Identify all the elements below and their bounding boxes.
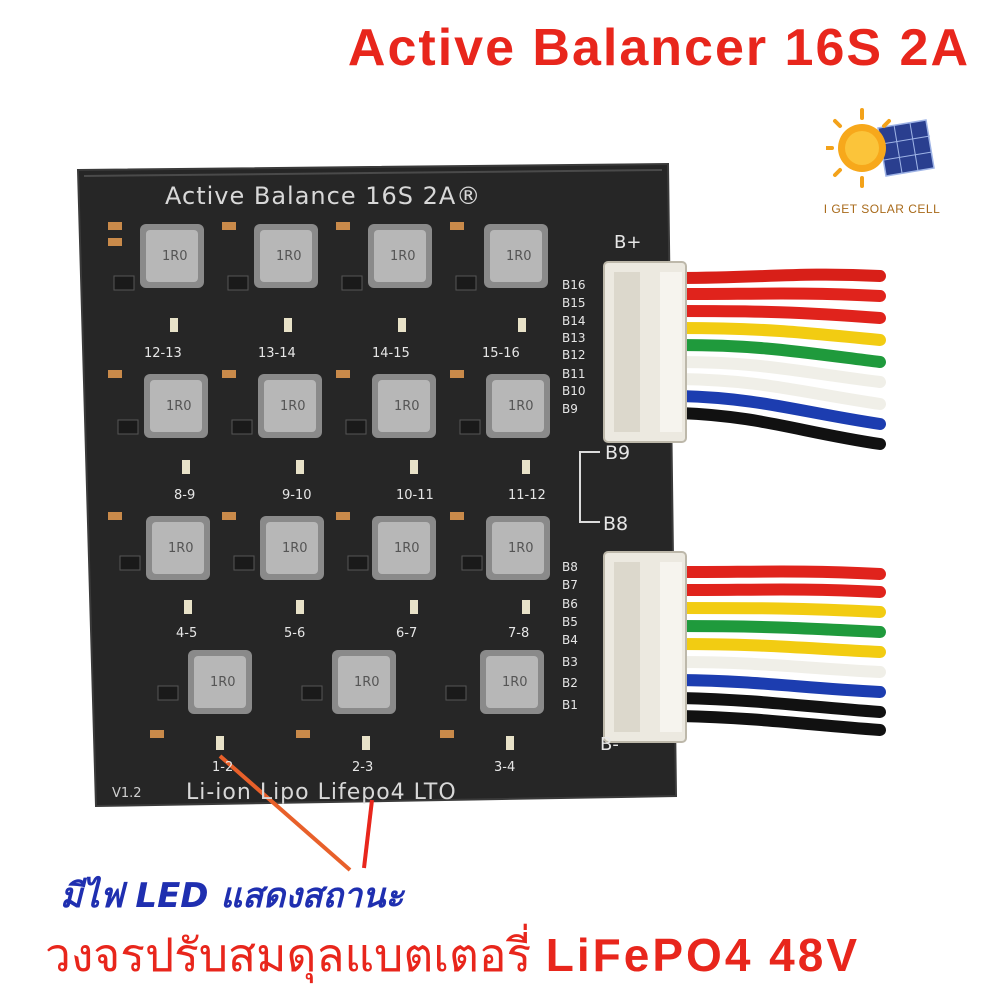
upper-connector xyxy=(603,261,687,443)
cell-pair-label: 2-3 xyxy=(352,760,374,775)
inductor-row-1 xyxy=(140,224,548,288)
pin-label: B10 xyxy=(562,384,586,398)
footer-title: วงจรปรับสมดุลแบตเตอรี่ LiFePO4 48V xyxy=(45,919,990,992)
inductor-marking: 1R0 xyxy=(166,399,192,414)
pin-label: B7 xyxy=(562,578,578,592)
pin-label: B16 xyxy=(562,278,586,292)
cell-pair-label: 5-6 xyxy=(284,626,306,641)
inductor-row-3 xyxy=(146,516,550,580)
upper-wire-bundle xyxy=(674,268,886,450)
cell-pair-label: 14-15 xyxy=(372,346,410,361)
pin-label: B4 xyxy=(562,633,578,647)
cell-pair-label: 1-2 xyxy=(212,760,234,775)
pin-label: B3 xyxy=(562,655,578,669)
cell-pair-label: 9-10 xyxy=(282,488,312,503)
b9-label: B9 xyxy=(605,442,631,464)
inductor-marking: 1R0 xyxy=(502,675,528,690)
b-minus-label: B- xyxy=(600,734,619,755)
pin-label: B9 xyxy=(562,402,578,416)
cell-pair-label: 4-5 xyxy=(176,626,198,641)
pin-label: B8 xyxy=(562,560,578,574)
lower-connector xyxy=(603,551,687,743)
cell-pair-label: 15-16 xyxy=(482,346,520,361)
inductor-marking: 1R0 xyxy=(276,249,302,264)
pin-label: B11 xyxy=(562,367,586,381)
led-pointer-line xyxy=(218,754,352,872)
inductor-marking: 1R0 xyxy=(394,541,420,556)
b8-label: B8 xyxy=(603,513,629,535)
inductor-marking: 1R0 xyxy=(394,399,420,414)
pin-label: B13 xyxy=(562,331,586,345)
lower-wire-bundle xyxy=(674,565,886,736)
inductor-row-2 xyxy=(144,374,550,438)
inductor-marking: 1R0 xyxy=(354,675,380,690)
inductor-marking: 1R0 xyxy=(168,541,194,556)
inductor-marking: 1R0 xyxy=(210,675,236,690)
pin-label: B6 xyxy=(562,597,578,611)
cell-pair-label: 8-9 xyxy=(174,488,196,503)
cell-pair-label: 13-14 xyxy=(258,346,296,361)
inductor-row-4 xyxy=(188,650,544,714)
pin-label: B12 xyxy=(562,348,586,362)
inductor-marking: 1R0 xyxy=(280,399,306,414)
b-plus-label: B+ xyxy=(614,232,642,253)
inductor-marking: 1R0 xyxy=(506,249,532,264)
inductor-marking: 1R0 xyxy=(282,541,308,556)
inductor-marking: 1R0 xyxy=(162,249,188,264)
pin-label: B5 xyxy=(562,615,578,629)
pcb-title: Active Balance 16S 2A® xyxy=(165,182,482,210)
pin-label: B1 xyxy=(562,698,578,712)
pin-label: B15 xyxy=(562,296,586,310)
inductor-marking: 1R0 xyxy=(508,399,534,414)
pin-label: B14 xyxy=(562,314,586,328)
led-status-annotation: มีไฟ LED แสดงสถานะ xyxy=(60,876,404,916)
pcb-bottom-text: Li-ion Lipo Lifepo4 LTO xyxy=(186,780,457,805)
logo-text: I GET SOLAR CELL xyxy=(823,202,941,216)
inductor-marking: 1R0 xyxy=(508,541,534,556)
cell-pair-label: 7-8 xyxy=(508,626,530,641)
sun-solar-panel-icon xyxy=(826,108,935,188)
headline: Active Balancer 16S 2A xyxy=(347,19,970,77)
pin-label: B2 xyxy=(562,676,578,690)
footer-model-text: LiFePO4 48V xyxy=(545,929,861,981)
cell-pair-label: 3-4 xyxy=(494,760,516,775)
inductor-marking: 1R0 xyxy=(390,249,416,264)
footer-thai-text: วงจรปรับสมดุลแบตเตอรี่ xyxy=(45,928,546,982)
led-pointer-line-2 xyxy=(362,799,374,869)
cell-pair-label: 12-13 xyxy=(144,346,182,361)
cell-pair-label: 10-11 xyxy=(396,488,434,503)
cell-pair-label: 11-12 xyxy=(508,488,546,503)
pcb-version: V1.2 xyxy=(112,786,142,801)
cell-pair-label: 6-7 xyxy=(396,626,418,641)
